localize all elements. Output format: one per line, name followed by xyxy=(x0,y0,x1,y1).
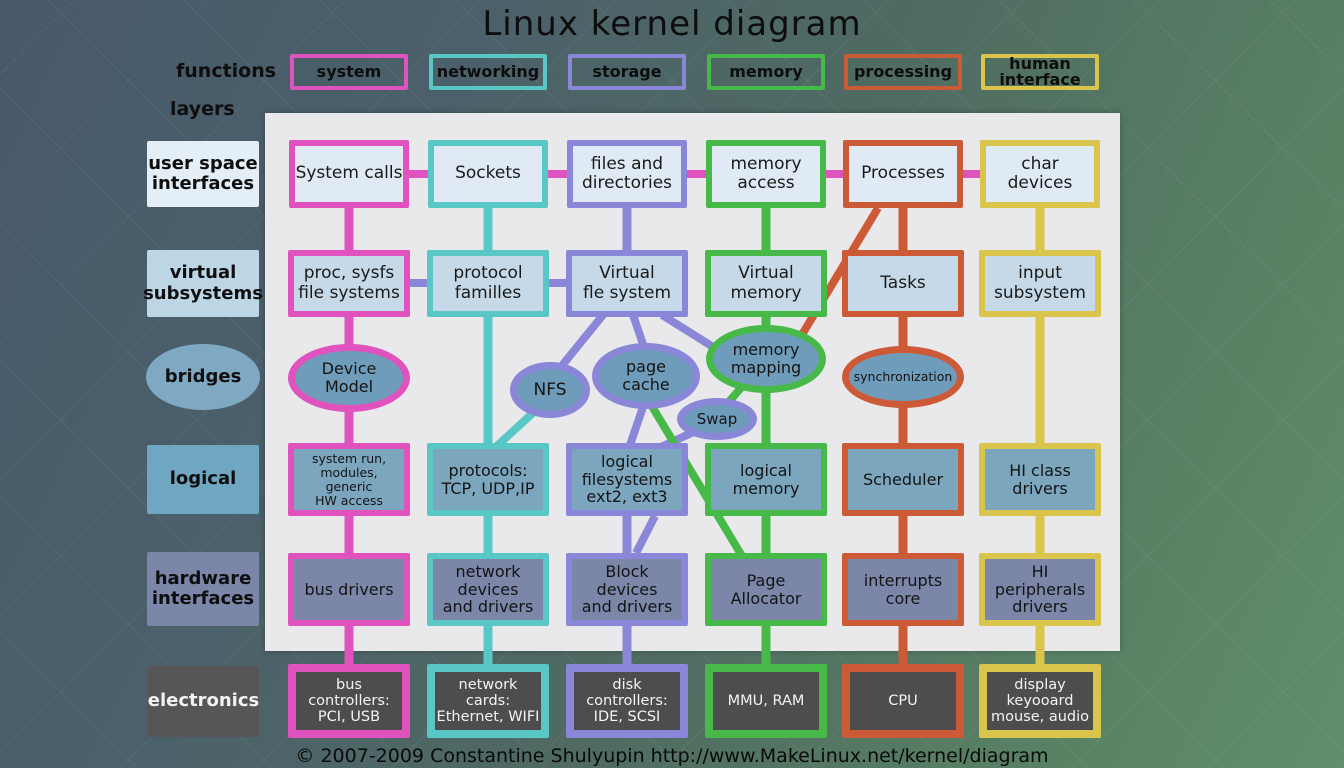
copyright-text: © 2007-2009 Constantine Shulyupin http:/… xyxy=(295,745,1049,767)
cell-user-space-networking: Sockets xyxy=(428,140,548,208)
layer-label-logical: logical xyxy=(147,445,259,514)
cell-user-space-human-interface: char devices xyxy=(980,140,1100,208)
functions-label: functions xyxy=(176,60,277,82)
bridge-page-cache: page cache xyxy=(592,343,700,409)
cell-virtual-human-interface: input subsystem xyxy=(979,250,1101,317)
cell-virtual-memory: Virtual memory xyxy=(705,250,827,317)
cell-electronics-processing: CPU xyxy=(842,664,964,738)
bridge-nfs: NFS xyxy=(510,362,590,418)
cell-electronics-networking: network cards: Ethernet, WIFI xyxy=(427,664,549,738)
cell-virtual-networking: protocol familles xyxy=(427,250,549,317)
cell-virtual-system: proc, sysfs file systems xyxy=(288,250,410,317)
cell-hardware-system: bus drivers xyxy=(288,553,410,626)
bridge-swap: Swap xyxy=(677,398,757,440)
function-box-storage: storage xyxy=(568,54,686,90)
cell-virtual-storage: Virtual fle system xyxy=(566,250,688,317)
connector-line xyxy=(629,313,648,349)
connector-line xyxy=(659,311,721,354)
cell-hardware-memory: Page Allocator xyxy=(705,553,827,626)
connector-line xyxy=(494,408,538,449)
cell-logical-system: system run, modules, generic HW access xyxy=(288,443,410,516)
cell-user-space-system: System calls xyxy=(289,140,409,208)
layer-label-virtual-subsystems: virtual subsystems xyxy=(143,250,263,317)
cell-logical-processing: Scheduler xyxy=(842,443,964,516)
function-box-processing: processing xyxy=(844,54,962,90)
function-box-human-interface: human interface xyxy=(981,54,1099,90)
cell-hardware-processing: interrupts core xyxy=(842,553,964,626)
cell-virtual-processing: Tasks xyxy=(842,250,964,317)
cell-hardware-networking: network devices and drivers xyxy=(427,553,549,626)
layer-label-hardware-interfaces: hardware interfaces xyxy=(147,552,259,626)
connector-line xyxy=(790,205,882,351)
layer-label-bridges: bridges xyxy=(146,344,260,410)
bridge-synchronization: synchronization xyxy=(842,346,964,408)
layer-label-user-space-interfaces: user space interfaces xyxy=(147,141,259,207)
cell-electronics-system: bus controllers: PCI, USB xyxy=(288,664,410,738)
page-title: Linux kernel diagram xyxy=(482,4,862,44)
cell-electronics-human-interface: display keyooard mouse, audio xyxy=(979,664,1101,738)
cell-hardware-storage: Block devices and drivers xyxy=(566,553,688,626)
cell-logical-networking: protocols: TCP, UDP,IP xyxy=(427,443,549,516)
bridge-device-model: Device Model xyxy=(288,344,410,412)
cell-electronics-memory: MMU, RAM xyxy=(705,664,827,738)
connector-line xyxy=(556,312,607,371)
cell-logical-human-interface: HI class drivers xyxy=(979,443,1101,516)
cell-electronics-storage: disk controllers: IDE, SCSI xyxy=(566,664,688,738)
cell-logical-memory: logical memory xyxy=(705,443,827,516)
function-box-memory: memory xyxy=(707,54,825,90)
layer-label-electronics: electronics xyxy=(148,666,259,737)
connector-line xyxy=(626,405,647,447)
bridge-memory-mapping: memory mapping xyxy=(706,325,826,393)
cell-user-space-memory: memory access xyxy=(706,140,826,208)
function-box-system: system xyxy=(290,54,408,90)
function-box-networking: networking xyxy=(429,54,547,90)
cell-user-space-storage: files and directories xyxy=(567,140,687,208)
cell-hardware-human-interface: HI peripherals drivers xyxy=(979,553,1101,626)
connector-line xyxy=(646,400,746,559)
layers-label: layers xyxy=(170,98,235,120)
connector-line xyxy=(632,514,659,555)
cell-user-space-processing: Processes xyxy=(843,140,963,208)
cell-logical-storage: logical filesystems ext2, ext3 xyxy=(566,443,688,516)
